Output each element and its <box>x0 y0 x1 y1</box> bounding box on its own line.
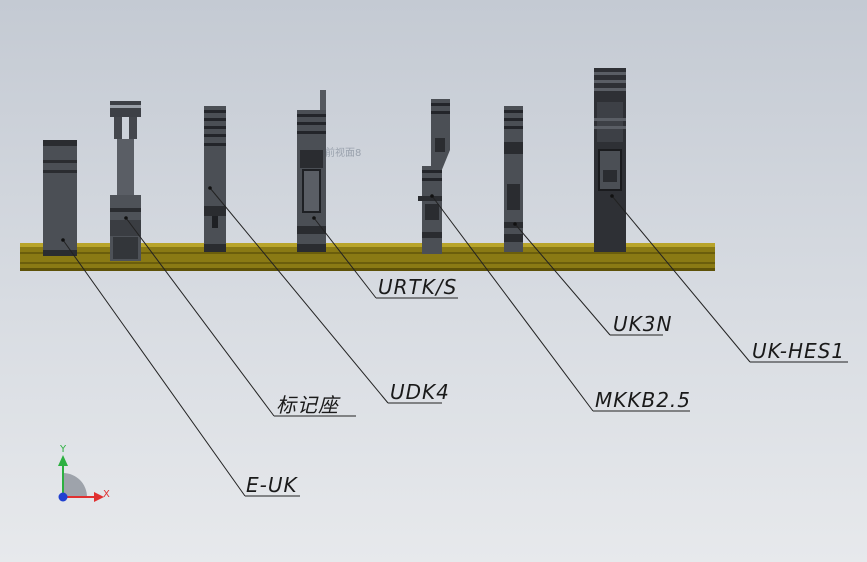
axis-x-label: X <box>103 489 110 500</box>
part-uk3n[interactable] <box>504 106 523 252</box>
part-uk-hes1[interactable] <box>594 68 626 252</box>
z-axis-dot <box>58 492 68 502</box>
part-udk4[interactable] <box>204 106 226 252</box>
watermark-text: 前视面8 <box>325 146 361 159</box>
axis-y-label: Y <box>59 444 67 455</box>
label-mkkb2-5: MKKB2.5 <box>595 388 691 412</box>
part-mkkb2-5[interactable] <box>418 99 450 254</box>
axis-triad[interactable]: Y X <box>58 444 110 502</box>
part-marker-holder[interactable] <box>110 101 141 261</box>
label-udk4: UDK4 <box>390 380 450 404</box>
part-urtk-s[interactable] <box>297 90 326 252</box>
part-e-uk[interactable] <box>43 140 77 256</box>
leader-lines <box>62 187 848 497</box>
label-uk-hes1: UK-HES1 <box>752 339 845 363</box>
leader-anchors <box>61 186 614 242</box>
label-urtk-s: URTK/S <box>378 275 457 299</box>
label-e-uk: E-UK <box>246 473 298 497</box>
label-uk3n: UK3N <box>613 312 672 336</box>
label-marker-holder: 标记座 <box>276 393 341 417</box>
